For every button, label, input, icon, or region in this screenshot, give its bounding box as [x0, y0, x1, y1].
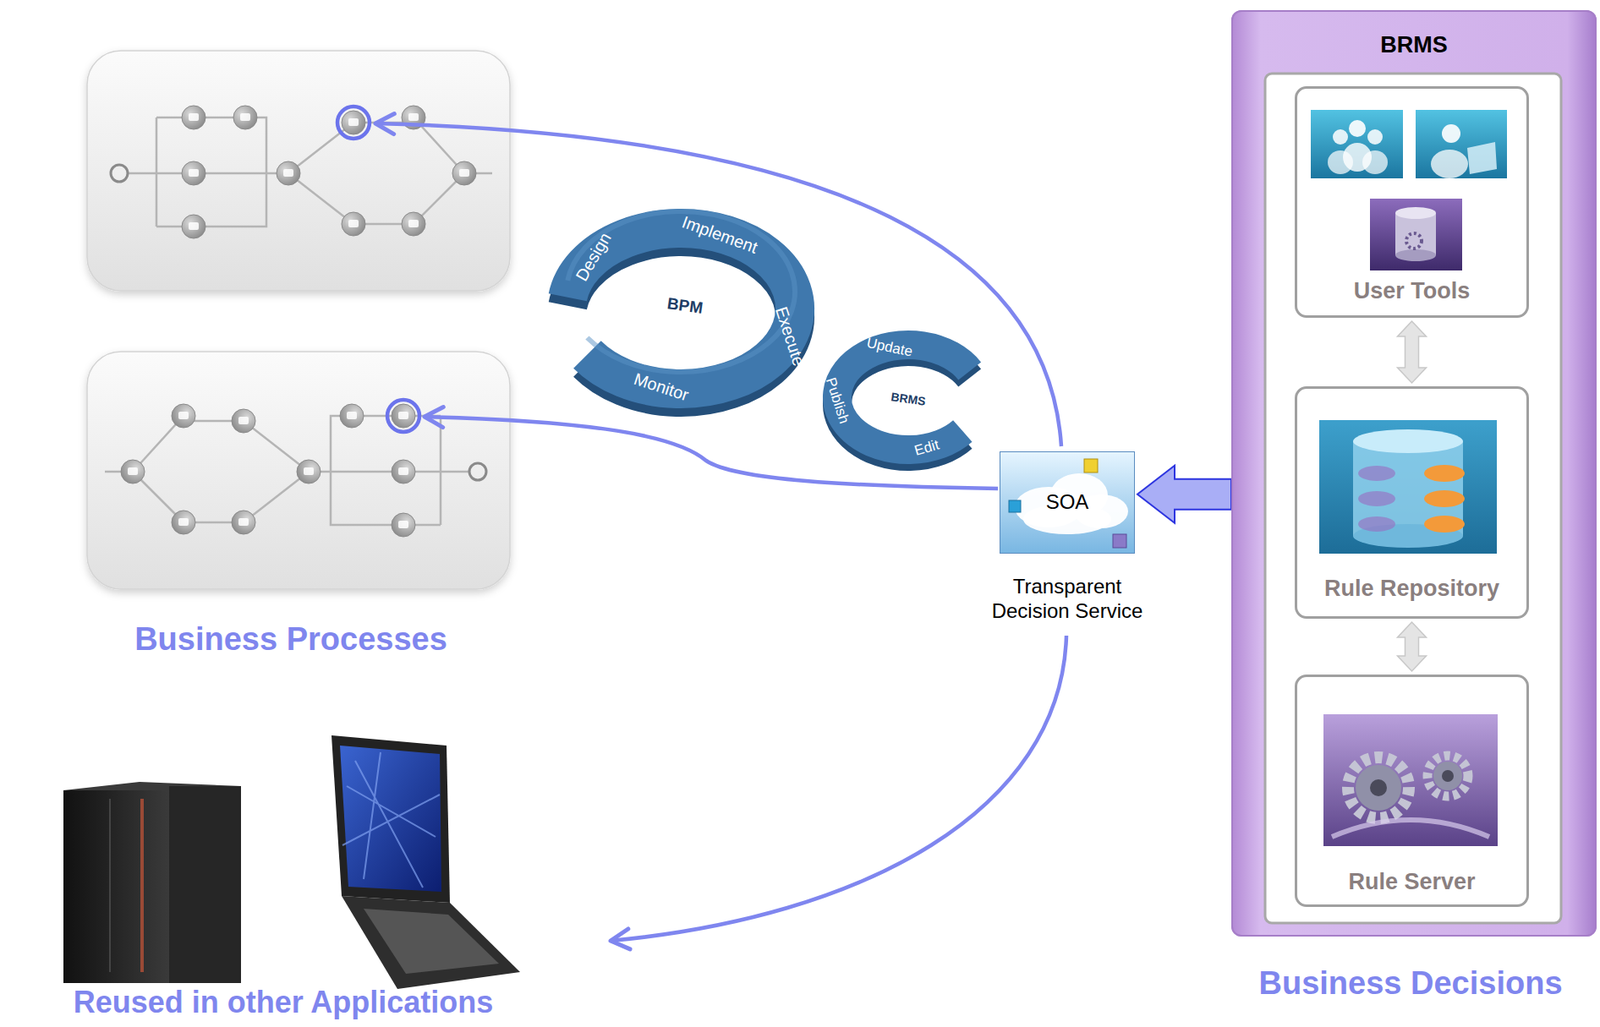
rule-repository-icon: [1424, 465, 1465, 483]
rule-server-icon: [1323, 714, 1498, 847]
node-caption: Transparent Decision Service: [980, 575, 1155, 625]
mainframe-illustration: [63, 782, 242, 984]
cycle-step: Implement: [679, 212, 761, 258]
cycle-step: Publish: [821, 375, 853, 426]
block-arrow: [1137, 465, 1232, 524]
process-panel: [104, 404, 487, 537]
double-arrow: [1397, 321, 1427, 384]
user-tools-icons: [1395, 207, 1436, 220]
rule-server-icon: [1441, 770, 1454, 783]
cycle-step: Update: [865, 334, 915, 362]
rule-server-icon: [1347, 757, 1409, 819]
rule-repository-icon: [1358, 491, 1396, 507]
user-tools-icons: [1367, 129, 1383, 145]
laptop-illustration: [331, 735, 521, 990]
rule-server-icon: [1433, 761, 1463, 791]
cycle-step: Execute: [771, 304, 809, 369]
user-tools-icons: [1467, 142, 1497, 175]
brms-cycle-ring: [837, 345, 970, 450]
rule-server-icon: [1369, 779, 1387, 797]
process-panel: [387, 400, 420, 433]
reuse-arrow: [610, 635, 1067, 942]
user-tools-icons: [1310, 109, 1403, 179]
mainframe-illustration: [63, 790, 170, 984]
process-panel: [87, 351, 510, 590]
user-tools-icons: [1362, 150, 1388, 175]
mainframe-illustration: [140, 799, 144, 973]
user-tools-icons: [1348, 120, 1366, 137]
reuse-arrow: [375, 123, 1067, 942]
section-label: Business Decisions: [1258, 965, 1562, 1003]
user-tools-icons: [1406, 233, 1422, 249]
mainframe-illustration: [169, 786, 242, 984]
user-tools-icons: [1441, 124, 1461, 143]
laptop-illustration: [339, 745, 442, 893]
section-label: Business Processes: [134, 621, 448, 659]
laptop-illustration: [341, 896, 521, 990]
mainframe-illustration: [109, 799, 111, 973]
soa-cloud-icon: [1084, 459, 1098, 473]
user-tools-icons: [1369, 198, 1463, 271]
reuse-arrow: [424, 416, 998, 489]
user-tools-icons: [1395, 213, 1436, 256]
component-box: User Tools: [1294, 86, 1529, 318]
bpm-cycle-ring: [567, 228, 795, 390]
decision-service-box: SOATransparent Decision Service: [999, 451, 1135, 554]
soa-cloud-icon: [999, 451, 1135, 554]
rule-server-icon: [1323, 714, 1498, 847]
cycle-name: BRMS: [889, 389, 927, 409]
node-title: SOA: [1046, 490, 1090, 516]
laptop-illustration: [342, 752, 440, 888]
component-box: Rule Server: [1294, 674, 1529, 908]
node-title: BRMS: [1380, 31, 1448, 59]
rule-server-icon: [1427, 756, 1469, 797]
rule-repository-icon: [1353, 429, 1464, 454]
double-arrow: [1397, 622, 1427, 672]
process-panel: [87, 351, 510, 590]
node-title: User Tools: [1353, 277, 1471, 305]
component-box: Rule Repository: [1294, 386, 1529, 620]
brms-cycle-ring: [837, 345, 970, 457]
brms-panel-ground: [1265, 73, 1562, 924]
user-tools-icons: [1332, 129, 1348, 145]
rule-repository-icon: [1424, 515, 1465, 533]
rule-repository-icon: [1358, 516, 1396, 532]
rule-server-icon: [1355, 765, 1402, 811]
reuse-arrow: [375, 123, 1062, 447]
laptop-illustration: [331, 735, 450, 904]
process-panel: [87, 50, 510, 291]
process-panel: [337, 106, 370, 139]
rule-repository-icon: [1424, 490, 1465, 508]
section-label: Reused in other Applications: [73, 985, 494, 1020]
user-tools-icons: [1430, 149, 1469, 179]
node-title: Rule Server: [1347, 868, 1475, 896]
rule-server-icon: [1331, 820, 1490, 838]
cycle-step: Edit: [912, 437, 942, 461]
process-panel: [87, 50, 510, 291]
brms-panel-ground: [1231, 10, 1597, 937]
cycle-step: Design: [571, 229, 615, 285]
rule-repository-icon: [1319, 420, 1497, 554]
rule-repository-icon: [1358, 465, 1396, 482]
node-title: Rule Repository: [1324, 575, 1500, 603]
user-tools-icons: [1395, 249, 1436, 262]
bpm-cycle-ring: [567, 211, 795, 373]
bpm-cycle-ring: [567, 211, 795, 398]
brms-panel: BRMS User ToolsRule RepositoryRule Server: [1231, 10, 1597, 937]
soa-cloud-icon: [1008, 500, 1021, 513]
cycle-step: Monitor: [631, 369, 692, 406]
soa-cloud-icon: [999, 451, 1135, 554]
cycle-name: BPM: [666, 294, 705, 318]
soa-cloud-icon: [1112, 534, 1127, 548]
user-tools-icons: [1415, 109, 1507, 179]
rule-repository-icon: [1319, 420, 1497, 554]
brms-panel-ground: [1231, 10, 1597, 937]
user-tools-icons: [1310, 109, 1507, 271]
laptop-illustration: [363, 909, 499, 975]
